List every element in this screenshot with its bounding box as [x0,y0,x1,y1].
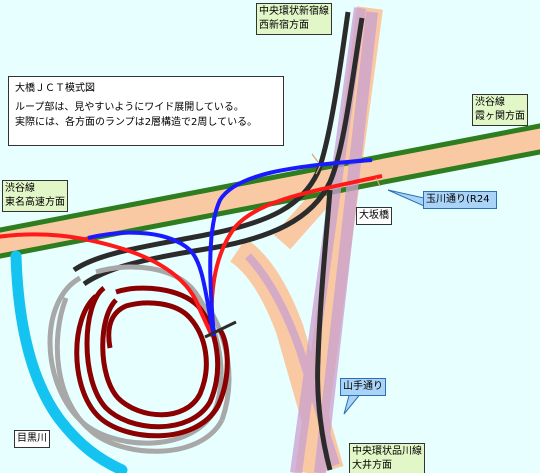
label-direction: 霞ヶ関方面 [475,111,525,122]
dark-red-loop [74,285,230,439]
legend-title: 大橋ＪＣＴ模式図 [15,83,95,94]
ramp-gray-2 [54,297,225,454]
label-line-name: 渋谷線 [5,183,35,194]
ramp-blue-2 [208,158,373,337]
label-direction: 西新宿方面 [259,20,309,31]
tunnel-east [314,11,378,473]
label-shinagawa-direction: 中央環状品川線 大井方面 [349,443,425,473]
label-line-name: 渋谷線 [475,97,505,108]
merge-marker [204,320,237,339]
legend-note-2: 実際には、各方面のランプは2層構造で2周している。 [15,117,258,128]
label-meguro-river: 目黒川 [14,430,50,448]
ramp-darkred-2 [100,298,209,418]
label-tamagawa-dori: 玉川通り(R24 [423,191,497,209]
meguro-river [10,250,128,473]
label-tomei-direction: 渋谷線 東名高速方面 [2,180,68,212]
ramp-red-1 [0,232,214,337]
label-direction: 大井方面 [352,460,392,471]
bridge-ticks [311,153,381,187]
shinjuku-ramps [72,11,365,471]
blue-ramp [87,158,373,337]
ramp-black-1 [72,11,351,273]
callout-pointers [343,189,425,415]
shibuya-line-north [0,123,540,233]
ramp-darkred-3 [74,294,230,439]
label-line-name: 中央環状新宿線 [259,6,329,17]
label-direction: 東名高速方面 [5,197,65,208]
tamagawa-road [0,124,540,256]
tamagawa-pointer [387,189,425,207]
tunnel-inner [245,253,340,467]
ramp-black-2 [82,17,365,287]
label-kasumigaseki-direction: 渋谷線 霞ヶ関方面 [472,94,528,126]
label-shinjuku-direction: 中央環状新宿線 西新宿方面 [256,3,332,35]
label-line-name: 中央環状品川線 [352,446,422,457]
legend-note-box: 大橋ＪＣＴ模式図 ループ部は、見やすいようにワイド展開している。 実際には、各方… [8,76,284,146]
label-ohashi: 大坂橋 [356,207,392,225]
ramp-blue-1 [87,230,216,337]
legend-note-1: ループ部は、見やすいようにワイド展開している。 [15,102,244,113]
ramp-darkred-1 [84,285,221,430]
label-yamate-dori: 山手通り [340,378,386,396]
ramp-black-3 [315,189,333,471]
